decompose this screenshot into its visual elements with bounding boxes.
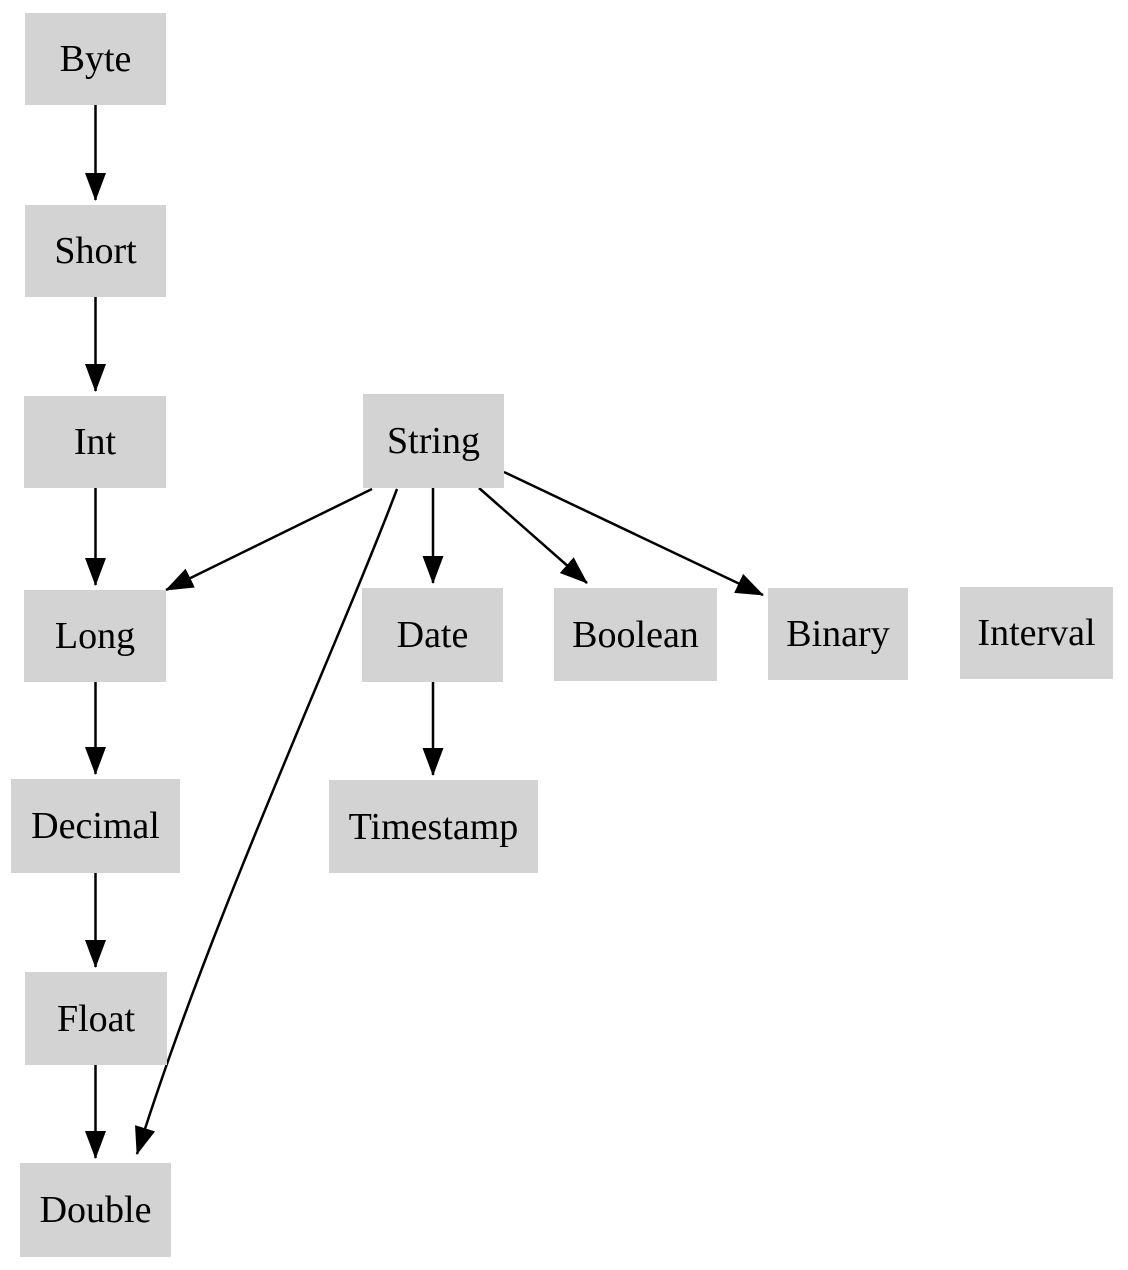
node-long: Long (24, 590, 166, 682)
node-timestamp-label: Timestamp (348, 805, 519, 848)
node-boolean-label: Boolean (572, 613, 699, 656)
node-interval: Interval (960, 587, 1113, 679)
node-double-label: Double (39, 1189, 152, 1231)
node-boolean: Boolean (554, 588, 717, 681)
node-date: Date (362, 588, 503, 682)
node-date-label: Date (396, 614, 469, 656)
node-byte-label: Byte (59, 38, 132, 80)
node-double: Double (20, 1163, 171, 1257)
node-long-label: Long (54, 615, 136, 657)
node-interval-label: Interval (977, 612, 1096, 654)
node-byte: Byte (25, 13, 166, 105)
node-timestamp: Timestamp (329, 780, 538, 873)
node-short-label: Short (54, 230, 137, 272)
node-int: Int (24, 396, 166, 488)
node-decimal: Decimal (11, 779, 180, 873)
node-int-label: Int (73, 421, 117, 463)
node-binary-label: Binary (786, 613, 890, 655)
node-string: String (363, 394, 504, 488)
edge-string-long (165, 487, 373, 592)
node-float: Float (25, 972, 167, 1065)
node-decimal-label: Decimal (31, 805, 160, 847)
node-short: Short (25, 205, 166, 297)
node-binary: Binary (768, 588, 908, 680)
edge-string-binary (503, 470, 764, 597)
edge-string-boolean (478, 487, 588, 584)
node-float-label: Float (56, 997, 136, 1040)
node-string-label: String (387, 420, 480, 462)
